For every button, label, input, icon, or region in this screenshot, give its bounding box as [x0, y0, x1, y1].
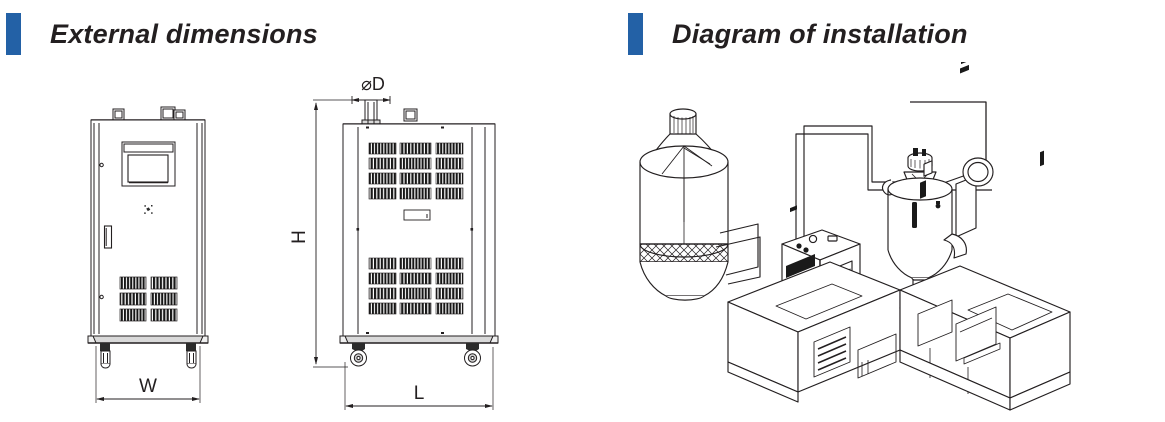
- dimension-label-length: L: [414, 383, 425, 404]
- front-view: [87, 106, 209, 403]
- accent-bar-icon: [6, 13, 21, 55]
- installation-diagram-drawing: [600, 62, 1165, 422]
- dimension-label-port-diameter: ⌀D: [361, 74, 385, 94]
- side-view: [313, 96, 499, 410]
- section-heading-diagram-of-installation: Diagram of installation: [628, 13, 968, 55]
- section-title: External dimensions: [50, 18, 318, 49]
- vacuum-auto-loader: [882, 62, 994, 310]
- accent-bar-icon: [628, 13, 643, 55]
- external-dimensions-drawing: W ⌀D H L: [0, 62, 580, 422]
- section-title: Diagram of installation: [672, 18, 968, 49]
- caster-icon: [186, 343, 197, 369]
- caster-icon: [464, 343, 481, 367]
- port-nozzle: [351, 96, 391, 128]
- dimension-label-width: W: [139, 376, 157, 397]
- caster-icon: [350, 343, 367, 367]
- section-heading-external-dimensions: External dimensions: [6, 13, 318, 55]
- brand-mark-icon: [144, 205, 153, 214]
- hopper-dryer: [639, 108, 729, 301]
- caster-icon: [100, 343, 111, 369]
- injection-molding-machine: [727, 150, 1071, 411]
- dimension-label-height: H: [289, 230, 310, 244]
